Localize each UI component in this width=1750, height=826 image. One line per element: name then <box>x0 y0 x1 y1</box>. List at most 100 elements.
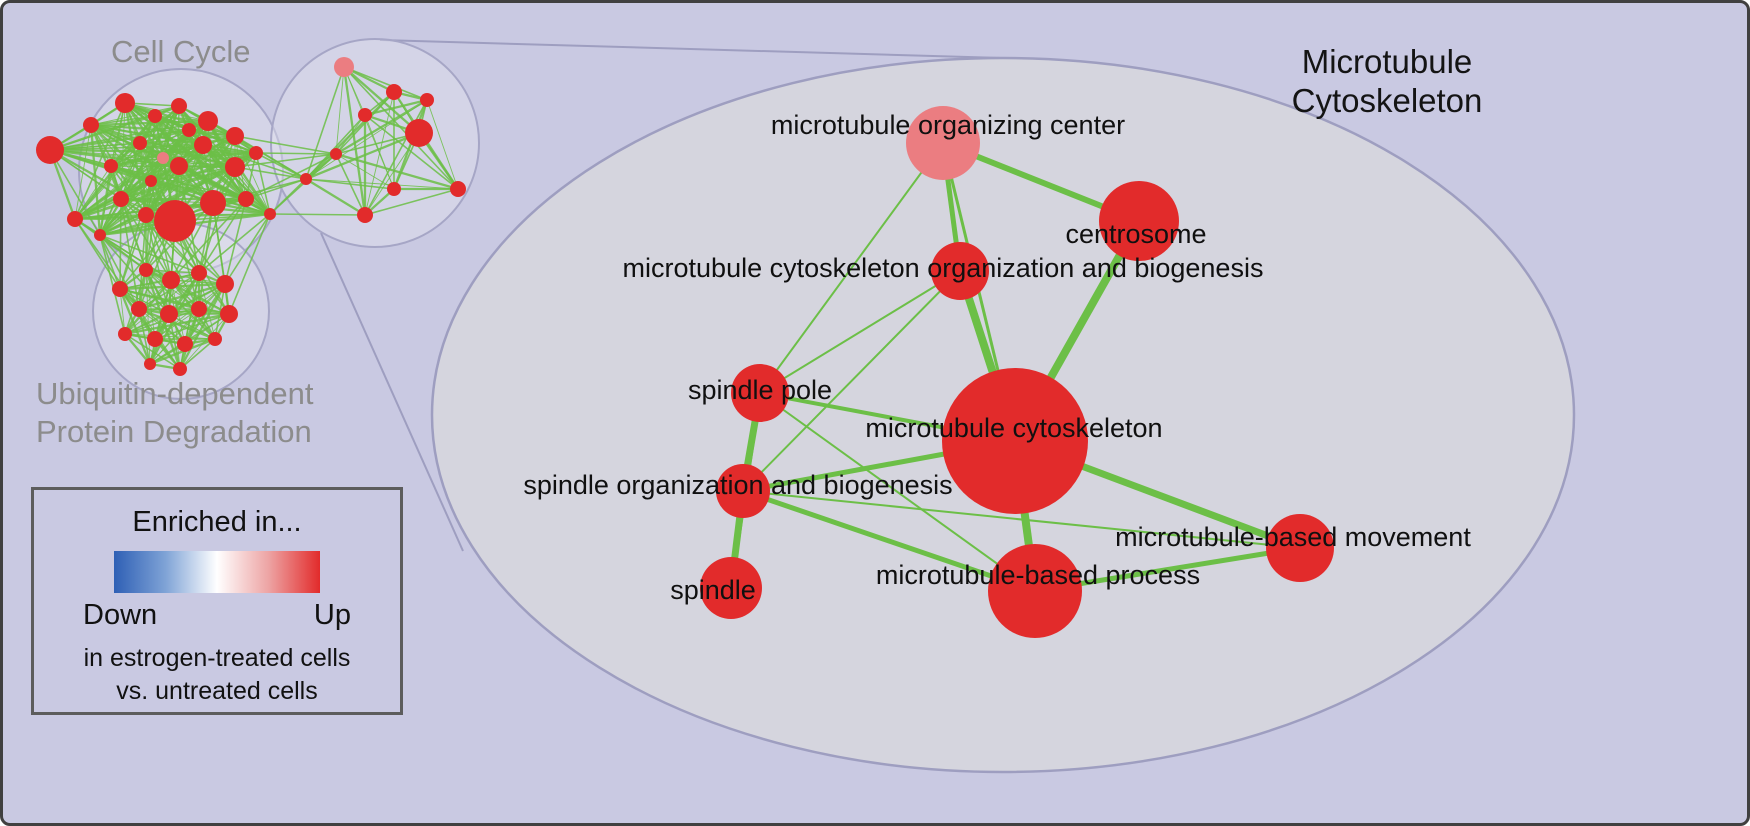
overview-node[interactable] <box>157 152 169 164</box>
legend-subtitle-1: in estrogen-treated cells <box>83 644 351 672</box>
overview-node[interactable] <box>357 207 373 223</box>
node-microtubule-based-movement[interactable] <box>1266 514 1334 582</box>
overview-edge <box>228 213 271 315</box>
overview-edge <box>99 180 152 236</box>
overview-node[interactable] <box>420 93 434 107</box>
overview-node[interactable] <box>133 136 147 150</box>
node-microtubule-cytoskeleton[interactable] <box>942 368 1088 514</box>
node-label-spindle: spindle <box>670 575 756 605</box>
overview-node[interactable] <box>154 200 196 242</box>
node-spindle[interactable] <box>700 557 762 619</box>
overview-edge <box>305 178 366 216</box>
overview-node[interactable] <box>131 301 147 317</box>
overview-node[interactable] <box>145 175 157 187</box>
overview-edge <box>178 283 227 370</box>
overview-node[interactable] <box>148 109 162 123</box>
overview-edge <box>124 308 200 335</box>
node-centrosome[interactable] <box>1099 181 1179 261</box>
overview-node[interactable] <box>36 136 64 164</box>
overview-edge <box>335 99 428 155</box>
overview-edge <box>150 129 190 182</box>
node-label-spindle-organization-and-biogenesis: spindle organization and biogenesis <box>523 470 952 500</box>
overview-edge <box>224 213 271 285</box>
overview-edge <box>343 66 420 134</box>
node-microtubule-cytoskeleton-organization-and-biogenesis[interactable] <box>931 242 989 300</box>
node-spindle-pole[interactable] <box>731 364 789 422</box>
overview-node[interactable] <box>113 191 129 207</box>
legend-endpoint-labels: Down Up <box>83 599 351 632</box>
overview-node[interactable] <box>147 331 163 347</box>
overview-node[interactable] <box>330 148 342 160</box>
node-microtubule-based-process[interactable] <box>988 544 1082 638</box>
overview-node[interactable] <box>170 157 188 175</box>
overview-edge <box>342 66 367 216</box>
overview-node[interactable] <box>118 327 132 341</box>
cluster-label-ubiquitin-line2: Protein Degradation <box>36 413 312 449</box>
node-label-centrosome: centrosome <box>1065 219 1206 249</box>
overview-node[interactable] <box>144 358 156 370</box>
legend-up-label: Up <box>313 599 351 631</box>
overview-node[interactable] <box>198 111 218 131</box>
overview-node[interactable] <box>67 211 83 227</box>
overview-node[interactable] <box>194 136 212 154</box>
legend-gradient-bar <box>114 551 320 593</box>
overview-node[interactable] <box>264 208 276 220</box>
overview-node[interactable] <box>83 117 99 133</box>
overview-node[interactable] <box>171 98 187 114</box>
overview-node[interactable] <box>191 301 207 317</box>
overview-edge <box>255 152 307 180</box>
overview-node[interactable] <box>94 229 106 241</box>
overview-node[interactable] <box>450 181 466 197</box>
overview-edge <box>74 144 204 220</box>
overview-edge <box>145 269 151 365</box>
legend-subtitle-2: vs. untreated cells <box>116 676 318 705</box>
overview-edge <box>188 129 257 154</box>
overview-node[interactable] <box>177 336 193 352</box>
overview-node[interactable] <box>200 190 226 216</box>
overview-node[interactable] <box>238 191 254 207</box>
overview-node[interactable] <box>225 157 245 177</box>
overview-edge <box>119 180 152 290</box>
overview-node[interactable] <box>138 207 154 223</box>
overview-edge <box>138 282 226 311</box>
overview-edge <box>198 213 271 274</box>
overview-edge <box>74 142 141 220</box>
node-label-microtubule-based-movement: microtubule-based movement <box>1115 522 1471 552</box>
overview-edge <box>305 131 420 181</box>
overview-edge <box>364 114 395 190</box>
node-label-spindle-pole: spindle pole <box>688 375 832 405</box>
node-microtubule-organizing-center[interactable] <box>906 106 980 180</box>
node-spindle-organization-and-biogenesis[interactable] <box>716 464 770 518</box>
overview-node[interactable] <box>358 108 372 122</box>
overview-edge <box>335 66 345 155</box>
node-label-microtubule-based-process: microtubule-based process <box>876 560 1200 590</box>
overview-node[interactable] <box>405 119 433 147</box>
overview-edge <box>234 135 271 215</box>
edge-spindle-organization-and-biogenesis--microtubule-based-process <box>742 488 1036 594</box>
overview-node[interactable] <box>249 146 263 160</box>
overview-node[interactable] <box>173 362 187 376</box>
overview-edge <box>99 234 121 290</box>
overview-node[interactable] <box>191 265 207 281</box>
overview-edge <box>335 153 395 190</box>
overview-node[interactable] <box>115 93 135 113</box>
overview-node[interactable] <box>162 271 180 289</box>
overview-node[interactable] <box>220 305 238 323</box>
overview-node[interactable] <box>104 159 118 173</box>
overview-edge <box>234 135 337 155</box>
overview-node[interactable] <box>300 173 312 185</box>
overview-edge <box>245 178 307 200</box>
ellipse-title-line1: Microtubule <box>1301 43 1473 80</box>
overview-node[interactable] <box>112 281 128 297</box>
edge-microtubule-cytoskeleton-organization-and-biogenesis--spindle-pole <box>759 270 961 394</box>
overview-node[interactable] <box>334 57 354 77</box>
overview-node[interactable] <box>226 127 244 145</box>
overview-node[interactable] <box>182 123 196 137</box>
overview-node[interactable] <box>387 182 401 196</box>
overview-node[interactable] <box>160 305 178 323</box>
overview-node[interactable] <box>386 84 402 100</box>
overview-node[interactable] <box>216 275 234 293</box>
overview-node[interactable] <box>208 332 222 346</box>
overview-node[interactable] <box>139 263 153 277</box>
overview-edge <box>139 105 180 144</box>
